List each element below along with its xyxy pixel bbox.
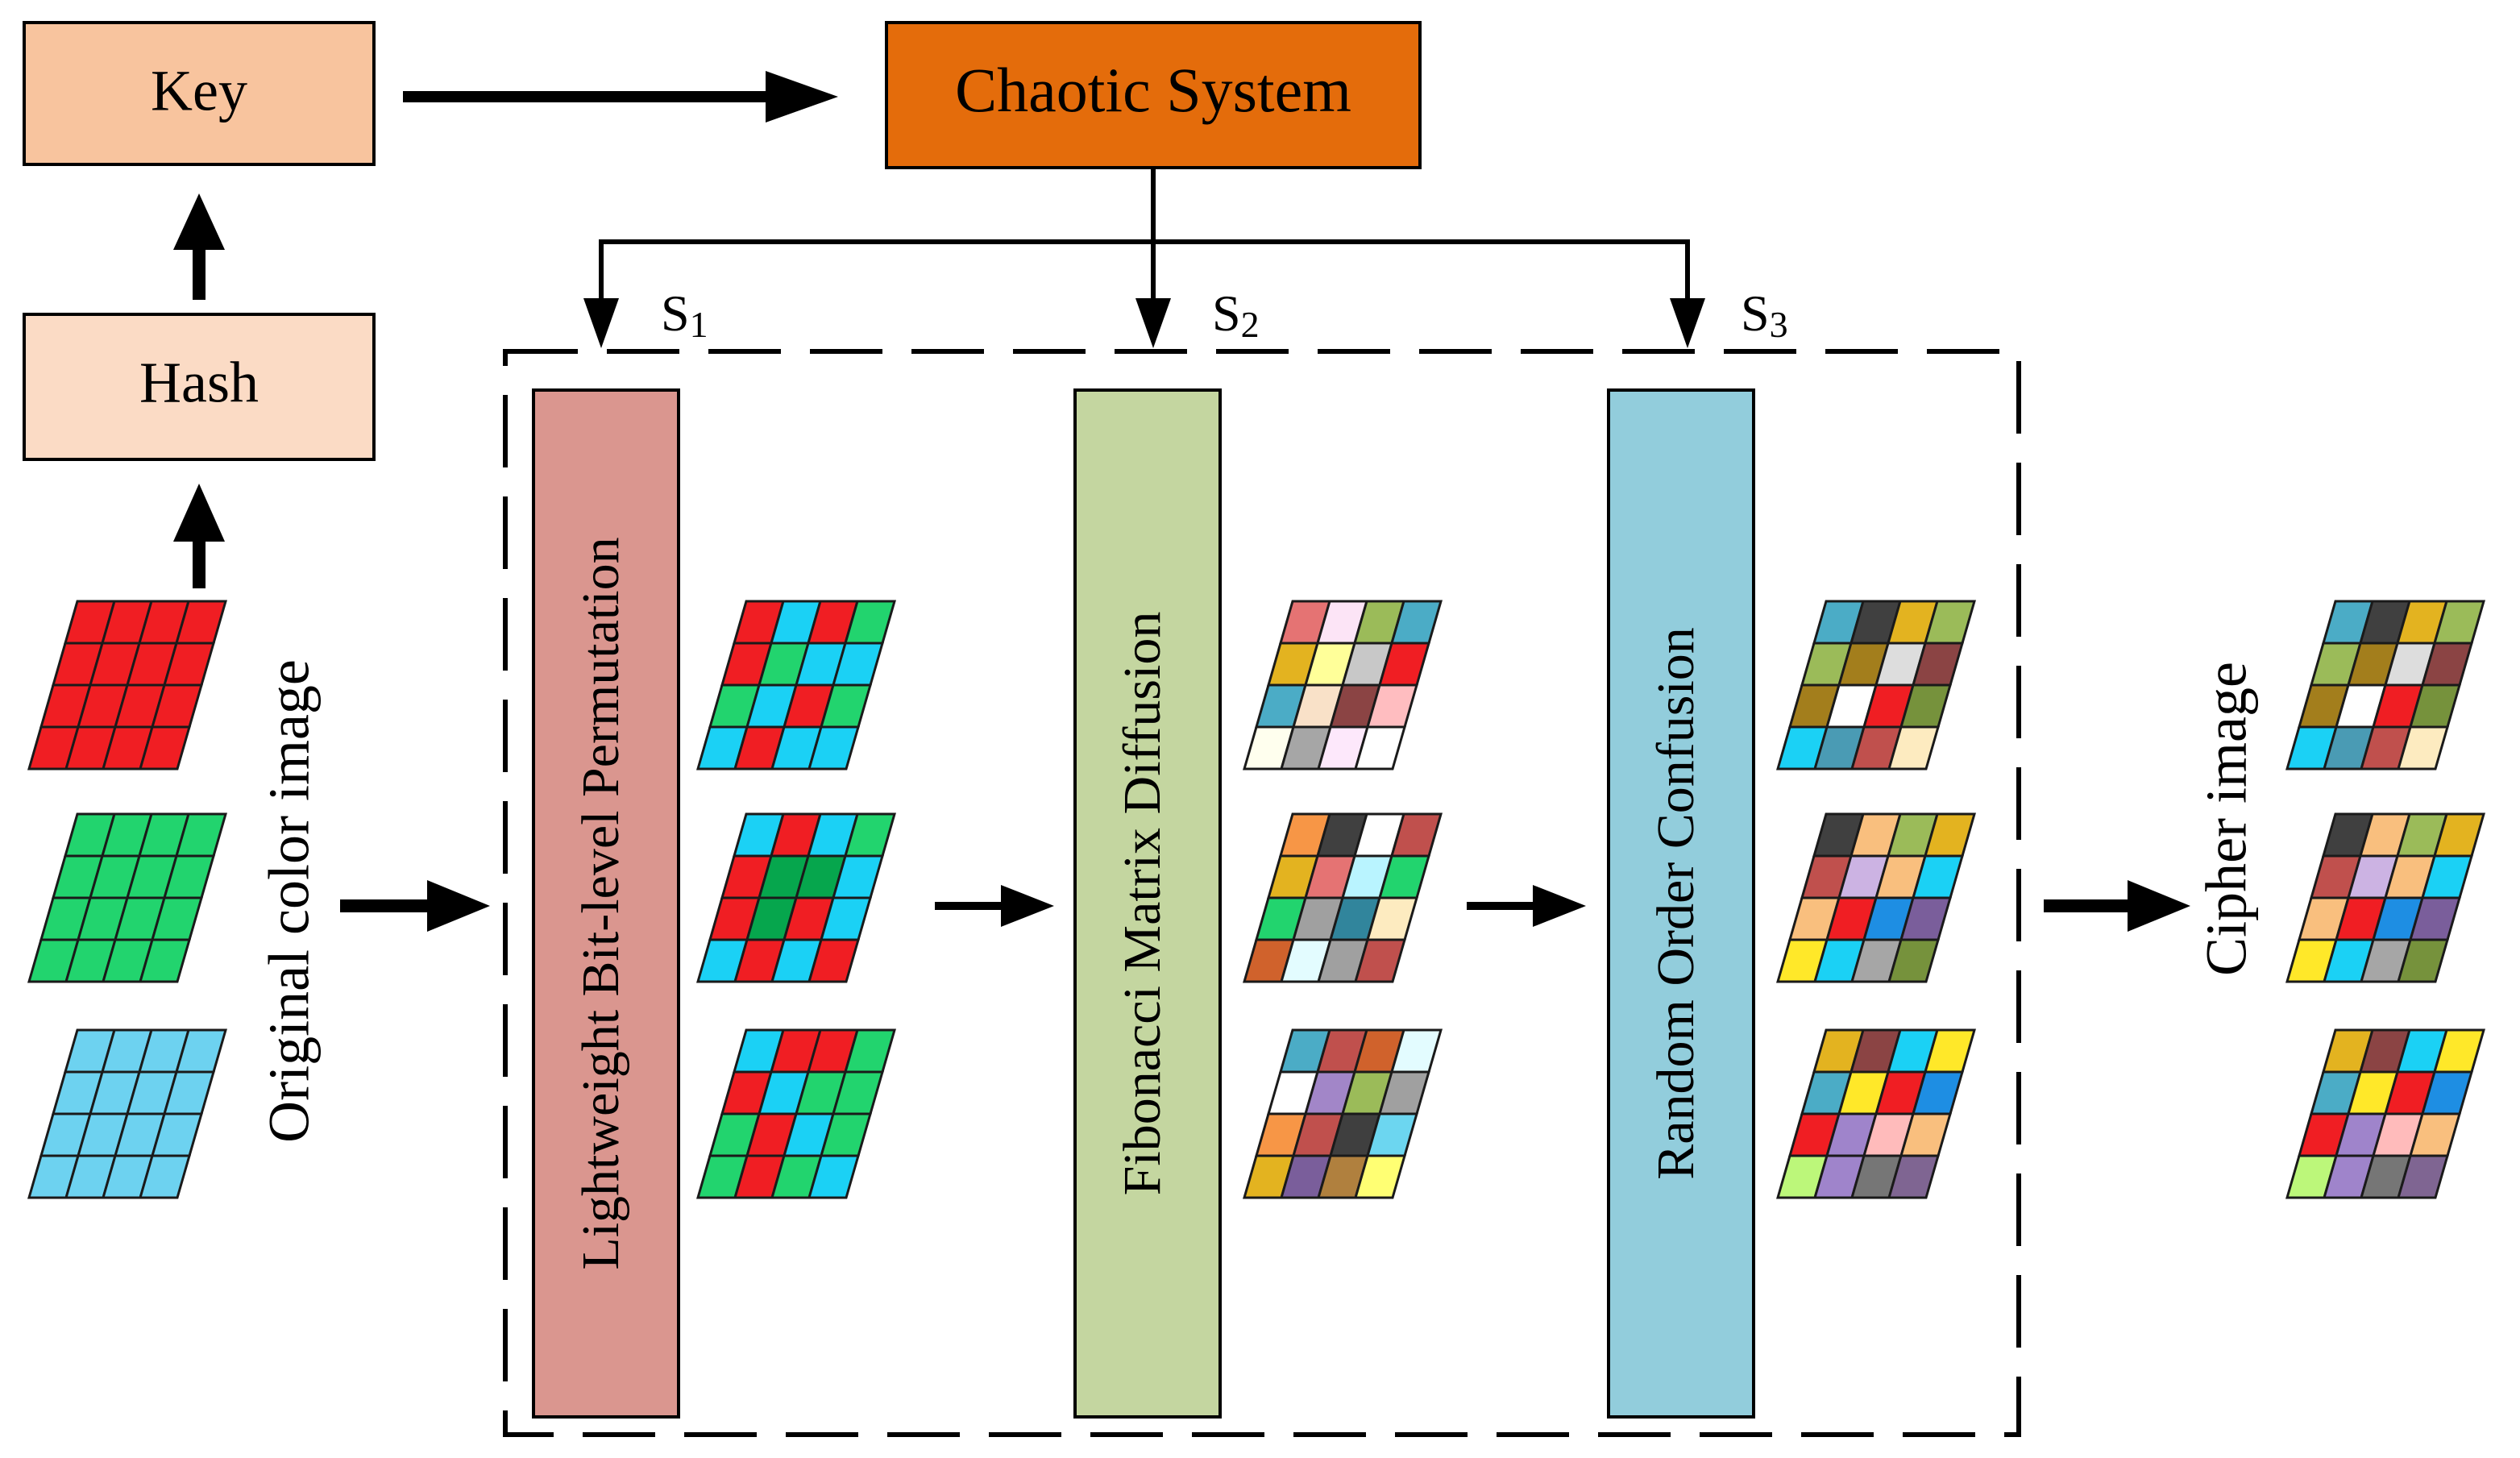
processing-frame xyxy=(503,349,2021,1437)
s2-main: S xyxy=(1212,285,1241,342)
pixel-cell xyxy=(1887,938,1940,983)
s2-sub: 2 xyxy=(1241,304,1260,345)
pixel-cell xyxy=(1887,1154,1940,1199)
pixel-cell xyxy=(2397,725,2449,771)
original-channel-2 xyxy=(27,812,227,983)
s3-sub: 3 xyxy=(1770,304,1788,345)
confusion-label: Random Order Confusion xyxy=(1646,627,1705,1180)
pixel-cell xyxy=(1354,938,1406,983)
sequence-label-s1: S1 xyxy=(661,285,708,345)
original-image-label: Original color image xyxy=(257,659,322,1143)
pixel-cell xyxy=(1887,725,1940,771)
confused-channel-2 xyxy=(1776,812,1976,983)
permutation-label: Lightweight Bit-level Permutation xyxy=(571,537,630,1269)
original-channel-3 xyxy=(27,1028,227,1199)
diffused-channel-1 xyxy=(1243,600,1443,771)
chaotic-system-label: Chaotic System xyxy=(955,55,1351,125)
key-box: Key xyxy=(23,21,376,166)
diffusion-to-confusion-arrow xyxy=(1467,885,1586,927)
cipher-channel-2 xyxy=(2285,812,2485,983)
pixel-cell xyxy=(139,938,191,983)
pixel-cell xyxy=(1354,1154,1406,1199)
confused-channel-1 xyxy=(1776,600,1976,771)
s1-sub: 1 xyxy=(690,304,708,345)
permutation-stage: Lightweight Bit-level Permutation xyxy=(532,388,680,1419)
hash-box: Hash xyxy=(23,313,376,461)
diffused-channel-3 xyxy=(1243,1028,1443,1199)
pixel-cell xyxy=(807,725,860,771)
pixel-cell xyxy=(2397,938,2449,983)
diffused-channel-2 xyxy=(1243,812,1443,983)
diffusion-label: Fibonacci Matrix Diffusion xyxy=(1113,612,1172,1196)
chaotic-branch-arrows xyxy=(583,168,1705,348)
diffusion-stage: Fibonacci Matrix Diffusion xyxy=(1073,388,1222,1419)
chaotic-system-box: Chaotic System xyxy=(885,21,1422,169)
key-to-chaotic-arrow xyxy=(403,71,838,123)
permuted-channel-2 xyxy=(696,812,896,983)
cipher-channel-3 xyxy=(2285,1028,2485,1199)
input-arrow xyxy=(340,880,490,932)
permuted-channel-3 xyxy=(696,1028,896,1199)
image-grids xyxy=(27,600,2485,1199)
key-label: Key xyxy=(151,59,247,123)
output-arrow xyxy=(2044,880,2190,932)
permuted-channel-1 xyxy=(696,600,896,771)
s1-main: S xyxy=(661,285,690,342)
s3-main: S xyxy=(1741,285,1770,342)
cipher-channel-1 xyxy=(2285,600,2485,771)
cipher-image-label: Cipher image xyxy=(2194,662,2259,976)
hash-label: Hash xyxy=(139,351,259,415)
pixel-cell xyxy=(807,1154,860,1199)
confused-channel-3 xyxy=(1776,1028,1976,1199)
sequence-label-s3: S3 xyxy=(1741,285,1788,345)
pixel-cell xyxy=(139,1154,191,1199)
image-to-hash-arrow xyxy=(173,484,225,588)
hash-to-key-arrow xyxy=(173,193,225,300)
original-channel-1 xyxy=(27,600,227,771)
pixel-cell xyxy=(1354,725,1406,771)
confusion-stage: Random Order Confusion xyxy=(1607,388,1755,1419)
permutation-to-diffusion-arrow xyxy=(935,885,1054,927)
pixel-cell xyxy=(139,725,191,771)
sequence-label-s2: S2 xyxy=(1212,285,1260,345)
pixel-cell xyxy=(2397,1154,2449,1199)
pixel-cell xyxy=(807,938,860,983)
